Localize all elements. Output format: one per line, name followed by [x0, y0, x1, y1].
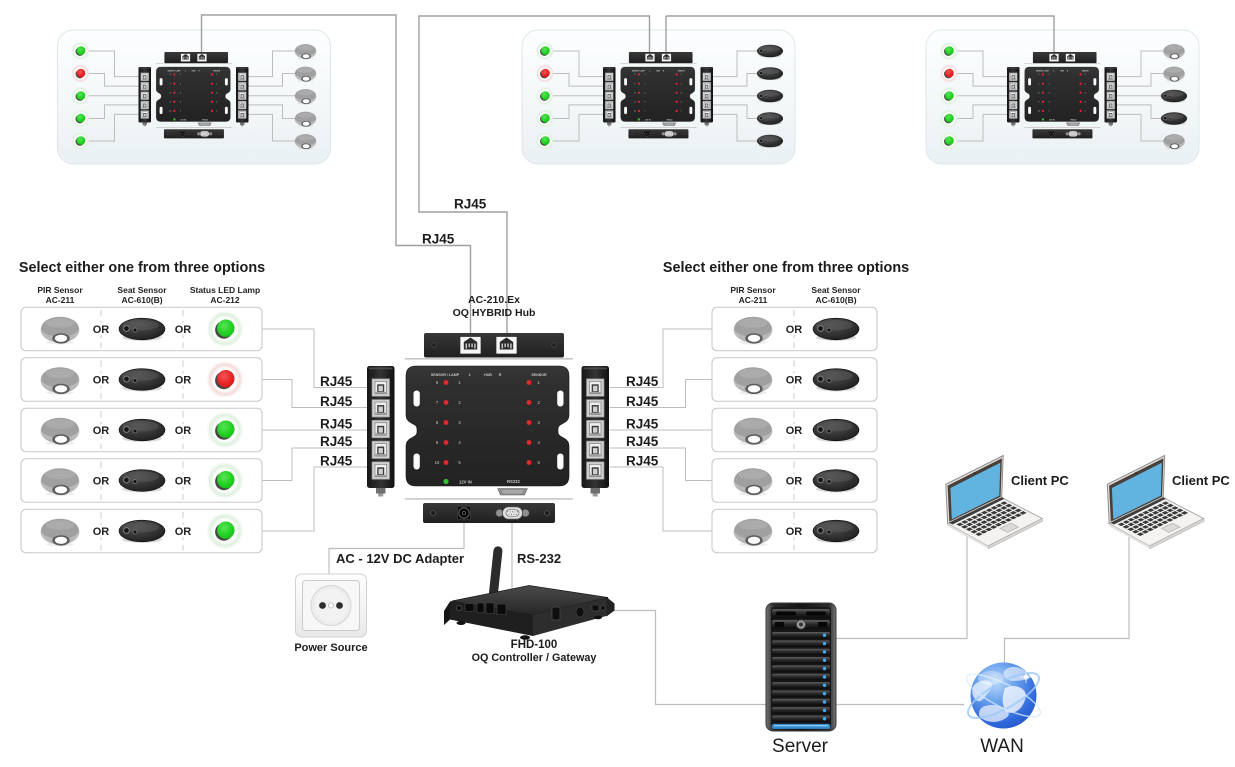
svg-text:RJ45: RJ45 [626, 374, 659, 389]
svg-text:RJ45: RJ45 [320, 434, 353, 449]
svg-text:OR: OR [93, 374, 110, 386]
svg-text:PIR Sensor: PIR Sensor [37, 285, 83, 295]
svg-text:RS-232: RS-232 [517, 551, 561, 566]
svg-text:AC-610(B): AC-610(B) [121, 295, 162, 305]
svg-text:FHD-100: FHD-100 [511, 639, 558, 651]
svg-text:OQ HYBRID Hub: OQ HYBRID Hub [453, 307, 536, 319]
svg-text:RJ45: RJ45 [320, 417, 353, 432]
svg-text:RJ45: RJ45 [626, 394, 659, 409]
svg-text:OR: OR [175, 374, 192, 386]
svg-text:Server: Server [772, 736, 829, 757]
svg-text:Client PC: Client PC [1011, 473, 1069, 488]
svg-text:OQ Controller / Gateway: OQ Controller / Gateway [472, 652, 597, 664]
svg-text:Seat Sensor: Seat Sensor [811, 285, 861, 295]
svg-text:OR: OR [786, 526, 803, 538]
svg-text:OR: OR [175, 324, 192, 336]
svg-text:AC-610(B): AC-610(B) [815, 295, 856, 305]
svg-text:OR: OR [93, 526, 110, 538]
svg-text:OR: OR [175, 475, 192, 487]
svg-text:RJ45: RJ45 [320, 454, 353, 469]
svg-text:AC-210.Ex: AC-210.Ex [468, 294, 520, 306]
svg-text:AC-211: AC-211 [739, 295, 768, 305]
svg-text:RJ45: RJ45 [454, 197, 487, 212]
svg-text:OR: OR [93, 475, 110, 487]
svg-text:RJ45: RJ45 [320, 394, 353, 409]
svg-text:OR: OR [93, 425, 110, 437]
svg-text:AC-211: AC-211 [46, 295, 75, 305]
svg-text:OR: OR [175, 425, 192, 437]
svg-text:Seat Sensor: Seat Sensor [117, 285, 167, 295]
svg-text:Client PC: Client PC [1172, 473, 1230, 488]
svg-text:PIR Sensor: PIR Sensor [730, 285, 776, 295]
svg-text:WAN: WAN [980, 736, 1024, 757]
svg-text:OR: OR [786, 374, 803, 386]
svg-text:OR: OR [786, 475, 803, 487]
svg-text:Select either one from three o: Select either one from three options [19, 260, 265, 276]
svg-text:OR: OR [175, 526, 192, 538]
svg-text:RJ45: RJ45 [626, 454, 659, 469]
svg-text:RJ45: RJ45 [320, 374, 353, 389]
svg-text:RJ45: RJ45 [626, 434, 659, 449]
svg-text:Status LED Lamp: Status LED Lamp [190, 285, 260, 295]
svg-text:AC-212: AC-212 [210, 295, 240, 305]
svg-text:OR: OR [93, 324, 110, 336]
svg-text:RJ45: RJ45 [626, 417, 659, 432]
svg-text:OR: OR [786, 425, 803, 437]
svg-text:Select either one from three o: Select either one from three options [663, 260, 909, 276]
svg-text:RJ45: RJ45 [422, 232, 455, 247]
svg-text:Power Source: Power Source [294, 642, 367, 654]
svg-text:AC - 12V DC Adapter: AC - 12V DC Adapter [336, 551, 464, 566]
svg-text:OR: OR [786, 324, 803, 336]
